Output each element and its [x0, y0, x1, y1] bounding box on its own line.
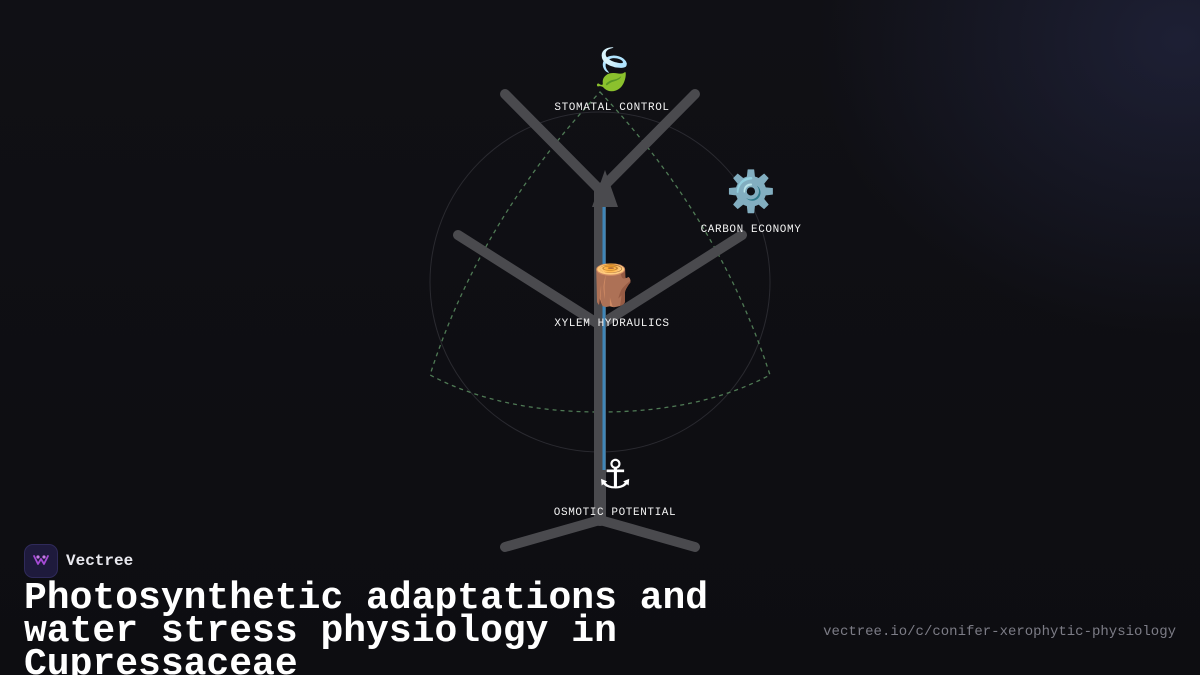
- brand[interactable]: Vectree: [24, 544, 133, 578]
- source-url[interactable]: vectree.io/c/conifer-xerophytic-physiolo…: [823, 624, 1176, 640]
- vectree-logo-icon: [24, 544, 58, 578]
- node-carbon-economy: ⚙️ CARBON ECONOMY: [701, 168, 802, 236]
- node-xylem-hydraulics: 🪵 XYLEM HYDRAULICS: [554, 262, 669, 330]
- log-icon: 🪵: [587, 263, 637, 309]
- arrow-head: [592, 170, 618, 207]
- branch-top-left: [500, 89, 605, 195]
- node-label: CARBON ECONOMY: [700, 224, 802, 236]
- node-stomatal-control: 🍃 STOMATAL CONTROL: [554, 46, 669, 114]
- root-right: [595, 515, 700, 552]
- brand-name: Vectree: [66, 552, 134, 570]
- leaf-icon: 🍃: [587, 47, 637, 93]
- branch-mid-left: [453, 230, 605, 330]
- node-label: OSMOTIC POTENTIAL: [553, 507, 677, 519]
- node-osmotic-potential: ⚓ OSMOTIC POTENTIAL: [554, 451, 676, 519]
- root-left: [500, 515, 605, 552]
- node-label: XYLEM HYDRAULICS: [554, 318, 670, 330]
- node-label: STOMATAL CONTROL: [554, 102, 670, 114]
- gear-icon: ⚙️: [726, 169, 776, 215]
- page-title: Photosynthetic adaptations and water str…: [24, 577, 709, 675]
- anchor-icon: ⚓: [597, 452, 633, 498]
- branch-top-right: [595, 89, 700, 195]
- branch-mid-right: [595, 230, 747, 330]
